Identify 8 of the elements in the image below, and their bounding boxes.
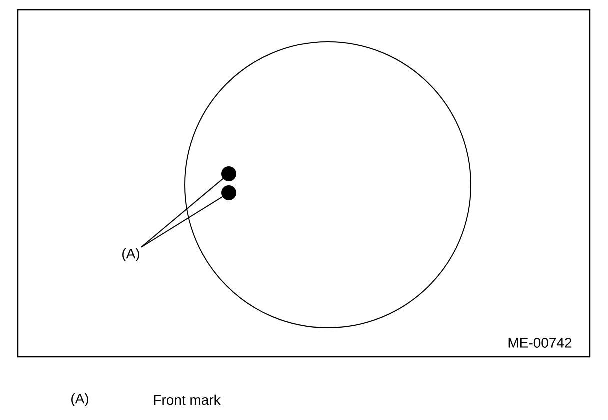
leader-line	[141, 196, 223, 248]
dot-mark	[222, 186, 236, 200]
dot-mark	[222, 166, 236, 182]
legend-key: (A)	[72, 393, 88, 407]
legend-text: Front mark	[154, 394, 221, 406]
drawing-number: ME-00742	[508, 338, 572, 348]
leader-line	[141, 178, 224, 248]
callout-label: (A)	[122, 248, 140, 262]
